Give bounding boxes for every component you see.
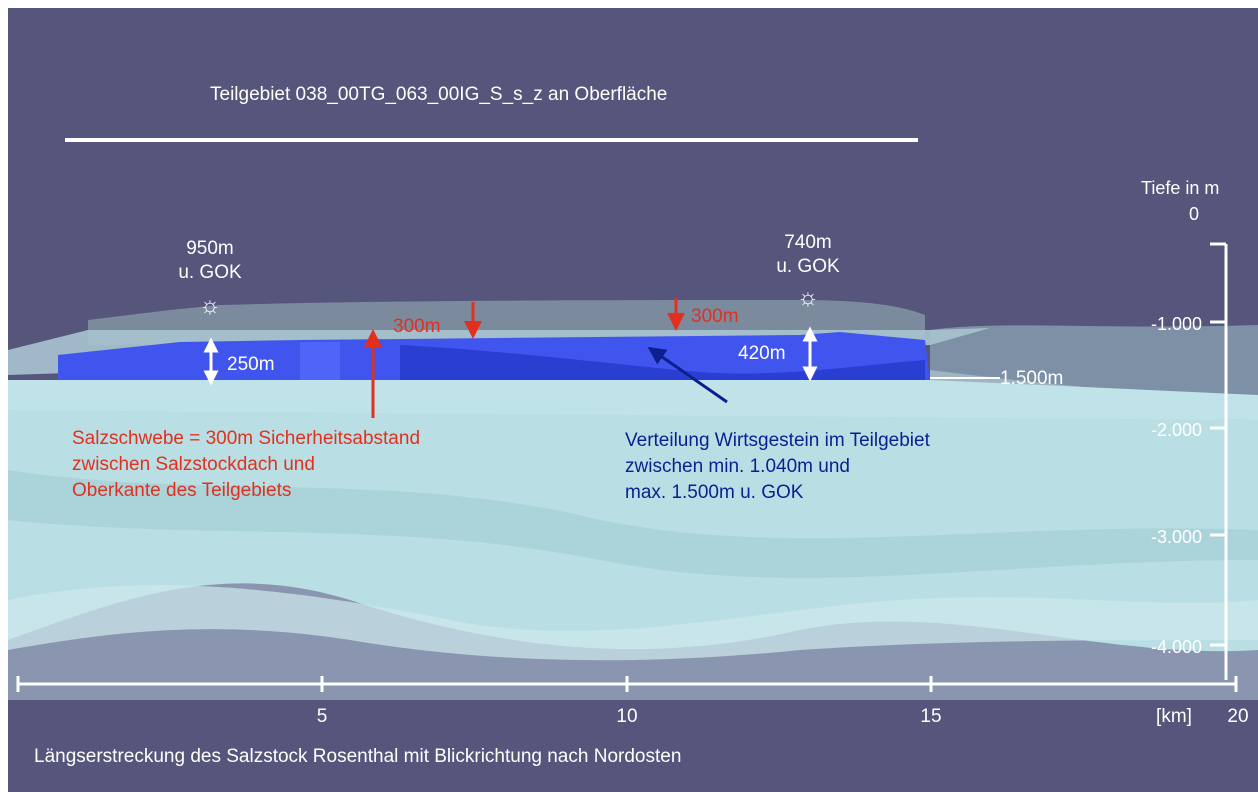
depth-axis-label: Tiefe in m bbox=[1141, 178, 1219, 198]
red-annotation-line: Salzschwebe = 300m Sicherheitsabstand bbox=[72, 428, 420, 449]
salt-cap-left-label: 300m bbox=[393, 316, 441, 337]
caption: Längserstreckung des Salzstock Rosenthal… bbox=[34, 746, 681, 767]
x-tick-label: 15 bbox=[920, 706, 941, 727]
marker-ref-right: u. GOK bbox=[776, 256, 840, 277]
salt-body-lower bbox=[8, 380, 1258, 652]
thickness-right-label: 420m bbox=[738, 343, 786, 364]
thickness-left-label: 250m bbox=[227, 354, 275, 375]
host-rock-dark bbox=[400, 345, 925, 380]
depth-tick-label: 0 bbox=[1189, 204, 1199, 224]
title: Teilgebiet 038_00TG_063_00IG_S_s_z an Ob… bbox=[210, 84, 667, 105]
salt-body-upper bbox=[8, 380, 1258, 420]
depth-tick-label: -2.000 bbox=[1151, 420, 1202, 440]
marker-ref-left: u. GOK bbox=[178, 262, 242, 283]
blue-annotation-line: max. 1.500m u. GOK bbox=[625, 482, 804, 503]
x-tick-label: 10 bbox=[616, 706, 637, 727]
x-axis-unit: [km] bbox=[1156, 706, 1192, 727]
blue-annotation-line: zwischen min. 1.040m und bbox=[625, 456, 850, 477]
x-tick-label: 20 bbox=[1227, 706, 1248, 727]
blue-annotation-line: Verteilung Wirtsgestein im Teilgebiet bbox=[625, 430, 931, 451]
depth-tick-label: -1.000 bbox=[1151, 314, 1202, 334]
salt-shading-1 bbox=[8, 470, 1258, 578]
marker-depth-left: 950m bbox=[186, 238, 234, 259]
salt-cap-right-label: 300m bbox=[691, 306, 739, 327]
salt-shading-2 bbox=[8, 585, 1258, 661]
x-tick-label: 5 bbox=[317, 706, 328, 727]
sun-icon: ☼ bbox=[199, 292, 221, 319]
max-depth-label: 1.500m bbox=[1000, 368, 1063, 389]
host-rock-highlight bbox=[300, 342, 340, 380]
red-annotation-line: Oberkante des Teilgebiets bbox=[72, 480, 291, 501]
sun-icon: ☼ bbox=[797, 284, 819, 311]
marker-depth-right: 740m bbox=[784, 232, 832, 253]
x-ticks bbox=[16, 676, 1238, 692]
host-rock-pointer-arrow bbox=[647, 346, 728, 404]
depth-tick-label: -4.000 bbox=[1151, 637, 1202, 657]
red-annotation-line: zwischen Salzstockdach und bbox=[72, 454, 315, 475]
depth-ticks bbox=[1210, 242, 1226, 647]
depth-tick-label: -3.000 bbox=[1151, 527, 1202, 547]
